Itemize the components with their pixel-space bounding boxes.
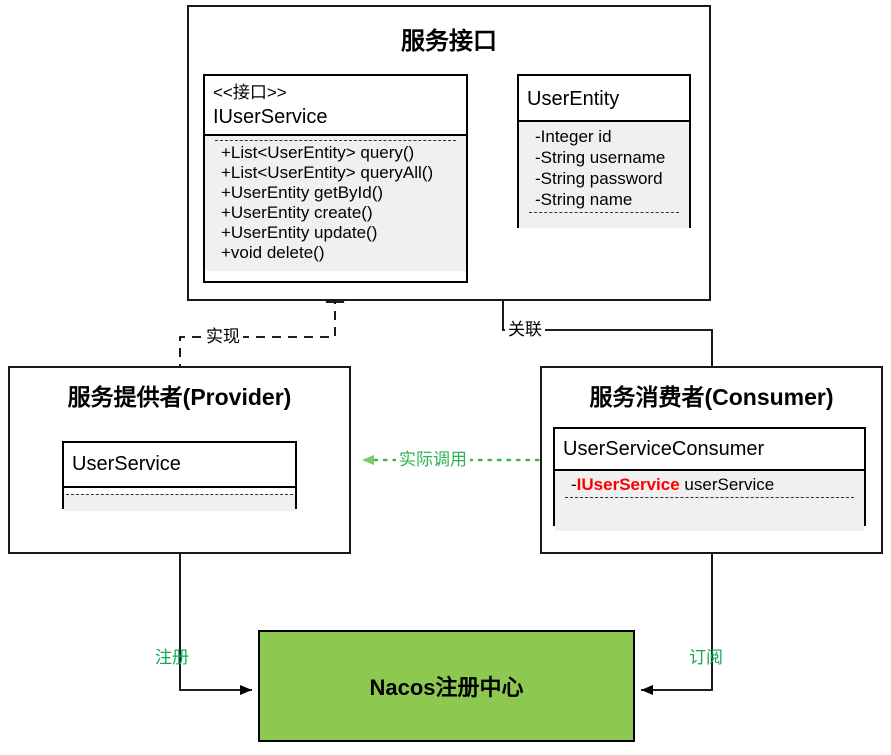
- userentity-divider: [519, 120, 689, 122]
- userservice-dashed-rule: [66, 494, 293, 495]
- iuserservice-name: IUserService: [213, 106, 328, 128]
- attribute-item: -String username: [535, 148, 666, 167]
- userentity-attributes: -Integer id -String username -String pas…: [519, 122, 689, 228]
- class-box-iuserservice: <<接口>> IUserService +List<UserEntity> qu…: [203, 74, 468, 283]
- attribute-item: -String name: [535, 190, 633, 209]
- userentity-name: UserEntity: [527, 88, 620, 110]
- provider-group-title: 服务提供者(Provider): [67, 384, 292, 410]
- iuserservice-divider: [205, 134, 466, 136]
- class-box-userserviceconsumer: UserServiceConsumer -IUserService userSe…: [553, 427, 866, 531]
- method-item: +List<UserEntity> queryAll(): [221, 163, 434, 182]
- iuserservice-header: <<接口>> IUserService: [205, 76, 466, 134]
- iuserservice-stereotype: <<接口>>: [213, 83, 287, 102]
- consumer-group-title: 服务消费者(Consumer): [589, 384, 834, 410]
- userentity-dashed-rule: [529, 212, 679, 213]
- edge-label-register: 注册: [155, 648, 189, 667]
- register-edge: [179, 553, 252, 695]
- userservice-name: UserService: [72, 453, 181, 475]
- method-item: +UserEntity create(): [221, 203, 373, 222]
- userservice-members: [64, 494, 295, 511]
- field-name: userService: [679, 475, 775, 494]
- edge-label-subscribe: 订阅: [689, 648, 723, 667]
- userserviceconsumer-name: UserServiceConsumer: [563, 438, 765, 460]
- method-item: +UserEntity update(): [221, 223, 378, 242]
- class-box-userentity: UserEntity -Integer id -String username …: [517, 74, 691, 228]
- class-box-userservice: UserService: [62, 441, 297, 511]
- attribute-item: -String password: [535, 169, 663, 188]
- userservice-header: UserService: [64, 443, 295, 486]
- nacos-registry-box: Nacos注册中心: [258, 630, 635, 742]
- userentity-header: UserEntity: [519, 76, 689, 120]
- edge-label-associate: 关联: [505, 320, 545, 340]
- attribute-item: -Integer id: [535, 127, 612, 146]
- userserviceconsumer-fields: -IUserService userService: [555, 471, 864, 531]
- subscribe-edge: [641, 553, 713, 695]
- method-item: +List<UserEntity> query(): [221, 143, 415, 162]
- field-type: IUserService: [576, 475, 680, 494]
- userserviceconsumer-header: UserServiceConsumer: [555, 429, 864, 469]
- iuserservice-dashed-rule: [215, 140, 456, 141]
- field-visibility: -: [571, 475, 577, 494]
- userservice-divider: [64, 486, 295, 488]
- edge-label-actual-call: 实际调用: [396, 450, 470, 470]
- userserviceconsumer-dashed-rule: [565, 497, 854, 498]
- iuserservice-methods: +List<UserEntity> query() +List<UserEnti…: [205, 136, 466, 271]
- service-interface-group-title: 服务接口: [401, 28, 497, 55]
- method-item: +UserEntity getById(): [221, 183, 384, 202]
- edge-label-realize: 实现: [203, 327, 243, 347]
- field-item: -IUserService userService: [563, 474, 856, 495]
- nacos-label: Nacos注册中心: [369, 675, 524, 700]
- method-item: +void delete(): [221, 243, 325, 262]
- userserviceconsumer-divider: [555, 469, 864, 471]
